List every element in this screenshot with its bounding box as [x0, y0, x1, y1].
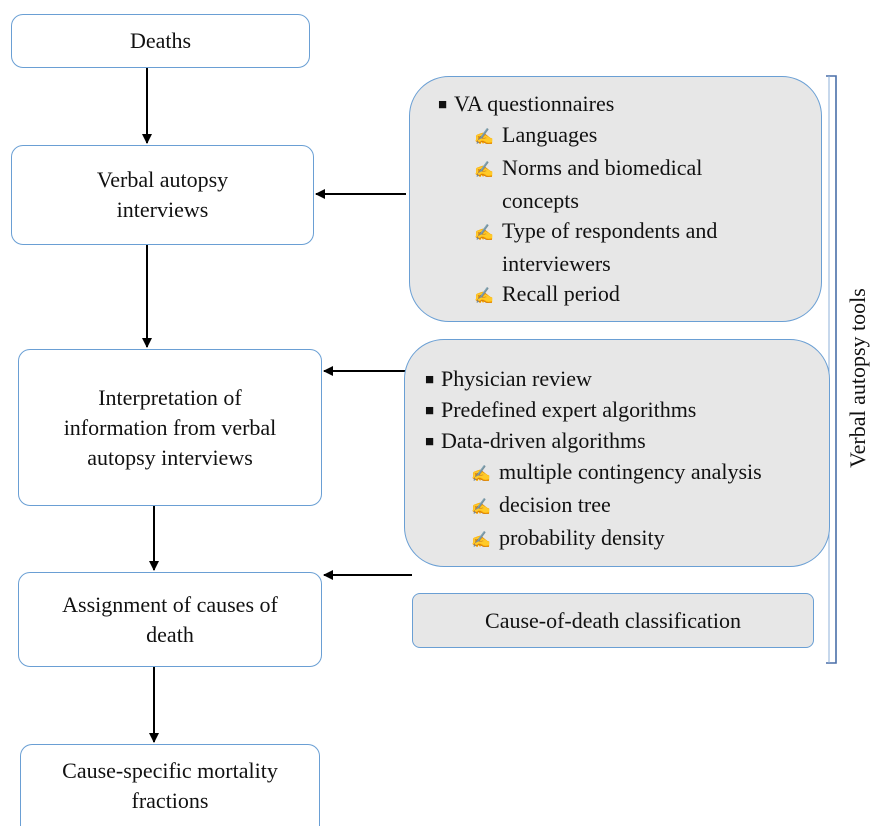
list-item-text: probability density [499, 525, 665, 550]
list-item-continuation: interviewers [502, 251, 611, 276]
interpretation-methods-panel: ■ Physician review ■ Predefined expert alg… [404, 339, 830, 567]
interviews-label-line-1: Verbal autopsy [96, 167, 229, 192]
writing-hand-icon: ✍ [474, 129, 494, 146]
list-item-text: Languages [502, 122, 598, 147]
deaths-label: Deaths [129, 28, 192, 53]
writing-hand-icon: ✍ [471, 499, 491, 516]
interpretation-box: Interpretation of information from verba… [18, 349, 322, 506]
list-item: ✍ multiple contingency analysis [425, 457, 829, 490]
assignment-box: Assignment of causes of death [18, 572, 322, 667]
deaths-box: Deaths [11, 14, 310, 68]
writing-hand-icon: ✍ [474, 162, 494, 179]
assignment-label-line-1: Assignment of causes of [62, 591, 278, 617]
list-item-text: Recall period [502, 281, 620, 306]
tools-bracket [826, 75, 837, 664]
data-driven-algorithms-label: Data-driven algorithms [441, 428, 646, 453]
list-item-text: Type of respondents and [502, 218, 718, 243]
square-bullet-icon: ■ [425, 403, 435, 419]
fractions-label-line-2: fractions [131, 787, 209, 813]
list-item: ✍ Type of respondents and [438, 216, 821, 249]
list-item: ✍ decision tree [425, 490, 829, 523]
writing-hand-icon: ✍ [474, 225, 494, 242]
method-heading-row: ■ Data-driven algorithms [425, 426, 829, 457]
method-heading-row: ■ Predefined expert algorithms [425, 395, 829, 426]
va-questionnaires-heading: VA questionnaires [454, 91, 615, 116]
writing-hand-icon: ✍ [474, 288, 494, 305]
list-item-continuation: concepts [502, 188, 579, 213]
verbal-autopsy-tools-label: Verbal autopsy tools [845, 288, 870, 468]
list-item: ✍ Norms and biomedical [438, 153, 821, 186]
interpretation-label-line-3: autopsy interviews [87, 444, 253, 470]
fractions-label-line-1: Cause-specific mortality [62, 757, 278, 783]
interviews-label-line-2: interviews [116, 197, 209, 222]
va-questionnaires-panel: ■ VA questionnaires ✍ Languages ✍ Norms and… [409, 76, 822, 322]
list-item: ✍ Recall period [438, 279, 821, 312]
va-questionnaires-heading-row: ■ VA questionnaires [438, 89, 821, 120]
list-item: ✍ probability density [425, 523, 829, 556]
list-item: ✍ Languages [438, 120, 821, 153]
list-item-text: Norms and biomedical [502, 155, 703, 180]
verbal-autopsy-interviews-box: Verbal autopsy interviews [11, 145, 314, 245]
writing-hand-icon: ✍ [471, 532, 491, 549]
square-bullet-icon: ■ [425, 372, 435, 388]
cause-of-death-classification-box: Cause-of-death classification [412, 593, 814, 648]
expert-algorithms-label: Predefined expert algorithms [441, 397, 697, 422]
square-bullet-icon: ■ [438, 97, 448, 113]
physician-review-label: Physician review [441, 366, 592, 391]
list-item-text: multiple contingency analysis [499, 459, 762, 484]
interpretation-label-line-2: information from verbal [63, 414, 277, 440]
assignment-label-line-2: death [146, 621, 194, 647]
writing-hand-icon: ✍ [471, 466, 491, 483]
mortality-fractions-box: Cause-specific mortality fractions [20, 744, 320, 826]
interpretation-label-line-1: Interpretation of [98, 384, 242, 410]
square-bullet-icon: ■ [425, 434, 435, 450]
method-heading-row: ■ Physician review [425, 364, 829, 395]
classification-label: Cause-of-death classification [485, 607, 741, 633]
list-item-text: decision tree [499, 492, 611, 517]
